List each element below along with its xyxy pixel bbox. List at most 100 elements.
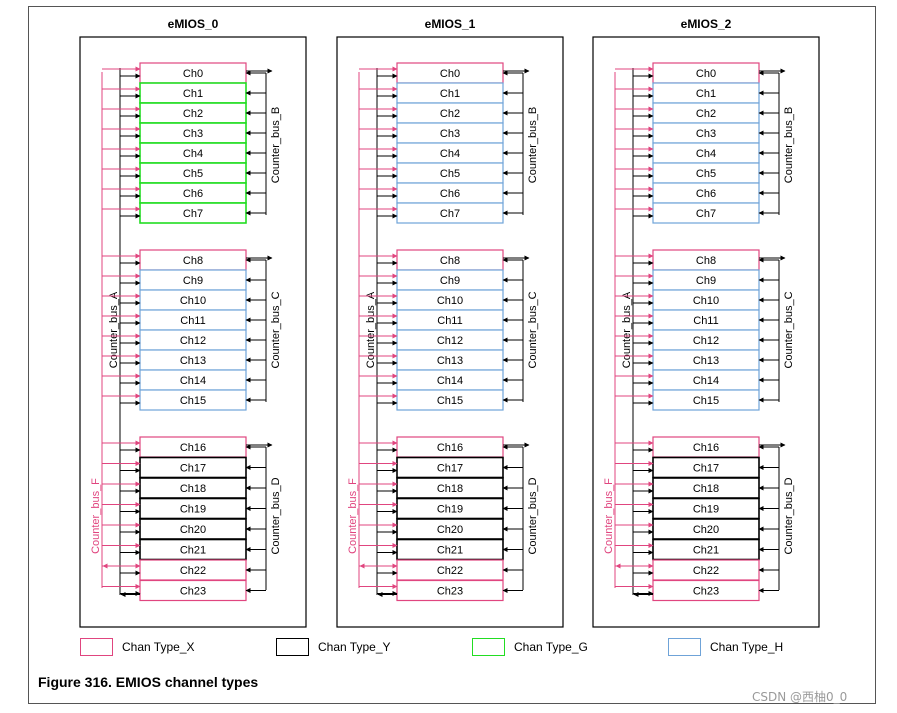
channel-label: Ch4 [440, 148, 460, 160]
counter-bus-b-label: Counter_bus_B [783, 107, 795, 183]
channel-label: Ch5 [440, 168, 460, 180]
channel-label: Ch9 [696, 275, 716, 287]
channel-label: Ch22 [693, 565, 719, 577]
counter-bus-f-label: Counter_bus_F [603, 478, 615, 554]
counter-bus-a-label: Counter_bus_A [621, 291, 633, 368]
channel-label: Ch20 [180, 524, 206, 536]
figure-caption: Figure 316. EMIOS channel types [38, 674, 259, 690]
channel-label: Ch10 [180, 295, 206, 307]
channel-label: Ch15 [693, 395, 719, 407]
channel-label: Ch21 [180, 545, 206, 557]
channel-label: Ch21 [437, 545, 463, 557]
channel-label: Ch22 [437, 565, 463, 577]
channel-label: Ch19 [180, 504, 206, 516]
channel-label: Ch8 [183, 255, 203, 267]
channel-label: Ch0 [696, 68, 716, 80]
channel-label: Ch6 [696, 188, 716, 200]
channel-label: Ch9 [183, 275, 203, 287]
module-title: eMIOS_1 [425, 17, 476, 31]
channel-label: Ch23 [180, 586, 206, 598]
channel-label: Ch11 [437, 315, 462, 327]
channel-label: Ch14 [180, 375, 206, 387]
counter-bus-a-label: Counter_bus_A [365, 291, 377, 368]
channel-label: Ch3 [183, 128, 203, 140]
channel-label: Ch16 [180, 442, 206, 454]
channel-label: Ch12 [693, 335, 719, 347]
channel-label: Ch17 [180, 463, 206, 475]
legend-swatch-type-g [472, 638, 505, 656]
channel-label: Ch0 [183, 68, 203, 80]
channel-label: Ch10 [437, 295, 463, 307]
counter-bus-c-label: Counter_bus_C [270, 291, 282, 368]
counter-bus-a-label: Counter_bus_A [108, 291, 120, 368]
channel-label: Ch2 [183, 108, 203, 120]
legend-label-type-x: Chan Type_X [122, 640, 195, 654]
channel-label: Ch8 [696, 255, 716, 267]
channel-label: Ch7 [440, 208, 460, 220]
channel-label: Ch5 [696, 168, 716, 180]
counter-bus-c-label: Counter_bus_C [527, 291, 539, 368]
channel-label: Ch7 [696, 208, 716, 220]
channel-label: Ch15 [437, 395, 463, 407]
counter-bus-b-label: Counter_bus_B [527, 107, 539, 183]
channel-label: Ch3 [696, 128, 716, 140]
channel-label: Ch1 [696, 88, 716, 100]
channel-label: Ch13 [437, 355, 463, 367]
module-title: eMIOS_2 [681, 17, 732, 31]
channel-label: Ch13 [180, 355, 206, 367]
module-outline [79, 36, 307, 628]
counter-bus-d-label: Counter_bus_D [270, 477, 282, 554]
channel-label: Ch18 [437, 483, 463, 495]
channel-label: Ch9 [440, 275, 460, 287]
channel-label: Ch1 [183, 88, 203, 100]
counter-bus-f-label: Counter_bus_F [347, 478, 359, 554]
channel-label: Ch12 [180, 335, 206, 347]
channel-label: Ch3 [440, 128, 460, 140]
channel-label: Ch8 [440, 255, 460, 267]
module-title: eMIOS_0 [168, 17, 219, 31]
channel-label: Ch7 [183, 208, 203, 220]
channel-label: Ch16 [437, 442, 463, 454]
counter-bus-f-label: Counter_bus_F [90, 478, 102, 554]
channel-label: Ch2 [440, 108, 460, 120]
channel-label: Ch17 [693, 463, 719, 475]
channel-label: Ch17 [437, 463, 463, 475]
channel-label: Ch6 [183, 188, 203, 200]
channel-label: Ch19 [437, 504, 463, 516]
channel-label: Ch12 [437, 335, 463, 347]
channel-label: Ch2 [696, 108, 716, 120]
channel-label: Ch11 [180, 315, 205, 327]
channel-label: Ch11 [693, 315, 718, 327]
channel-label: Ch18 [693, 483, 719, 495]
module-outline [336, 36, 564, 628]
legend-swatch-type-h [668, 638, 701, 656]
channel-label: Ch14 [693, 375, 719, 387]
module-outline [592, 36, 820, 628]
legend-label-type-g: Chan Type_G [514, 640, 588, 654]
channel-label: Ch4 [183, 148, 203, 160]
channel-label: Ch4 [696, 148, 716, 160]
legend-label-type-h: Chan Type_H [710, 640, 784, 654]
channel-label: Ch10 [693, 295, 719, 307]
channel-label: Ch5 [183, 168, 203, 180]
channel-label: Ch16 [693, 442, 719, 454]
channel-label: Ch15 [180, 395, 206, 407]
figure-frame [28, 6, 876, 704]
legend-swatch-type-x [80, 638, 113, 656]
channel-label: Ch22 [180, 565, 206, 577]
counter-bus-d-label: Counter_bus_D [783, 477, 795, 554]
channel-label: Ch20 [693, 524, 719, 536]
channel-label: Ch14 [437, 375, 463, 387]
watermark: CSDN @西柚0_0 [752, 690, 848, 704]
channel-label: Ch23 [693, 586, 719, 598]
channel-label: Ch13 [693, 355, 719, 367]
counter-bus-b-label: Counter_bus_B [270, 107, 282, 183]
counter-bus-c-label: Counter_bus_C [783, 291, 795, 368]
channel-label: Ch20 [437, 524, 463, 536]
channel-label: Ch6 [440, 188, 460, 200]
channel-label: Ch19 [693, 504, 719, 516]
